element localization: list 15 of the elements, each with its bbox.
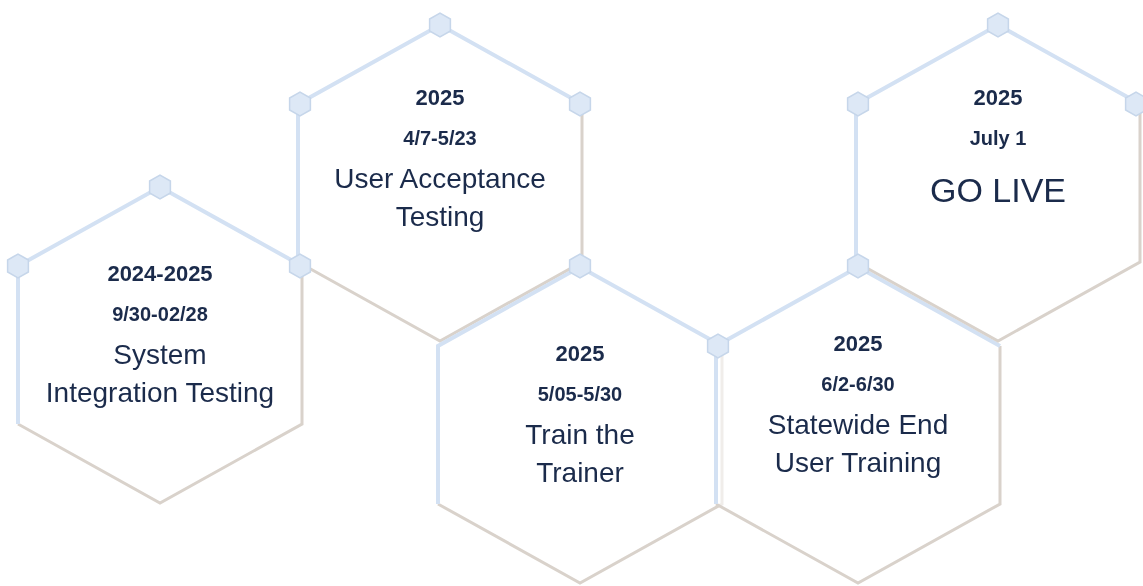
- date-range: 5/05-5/30: [537, 383, 623, 406]
- date-range: July 1: [969, 127, 1027, 150]
- year-label: 2025: [415, 85, 465, 111]
- year-label: 2025: [555, 341, 605, 367]
- stage-title: Train the Trainer: [524, 418, 636, 490]
- year-label: 2025: [833, 331, 883, 357]
- stage-title: System Integration Testing: [45, 338, 275, 410]
- stage-title: GO LIVE: [929, 170, 1067, 211]
- date-range: 4/7-5/23: [403, 127, 477, 150]
- date-range: 9/30-02/28: [112, 303, 208, 326]
- stage-title: User Acceptance Testing: [333, 162, 547, 234]
- year-label: 2025: [973, 85, 1023, 111]
- date-range: 6/2-6/30: [821, 373, 895, 396]
- year-label: 2024-2025: [107, 261, 213, 287]
- stage-title: Statewide End User Training: [766, 408, 950, 480]
